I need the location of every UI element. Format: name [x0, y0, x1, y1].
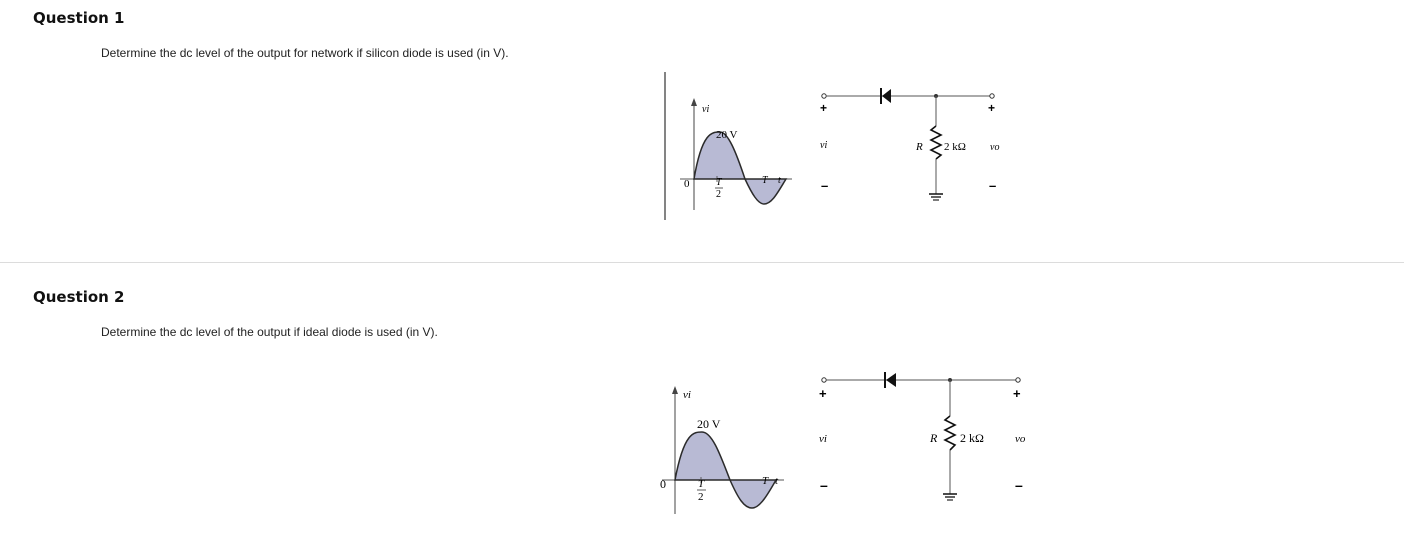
resistor-name: R — [915, 141, 923, 153]
positive-half-wave — [674, 431, 732, 481]
period-label: T — [762, 475, 769, 487]
question-2-title: Question 2 — [33, 288, 125, 306]
input-plus: + — [819, 386, 827, 401]
input-minus: – — [821, 178, 828, 193]
question-1-waveform: vi 20 V 0 T 2 T t — [664, 72, 792, 220]
diode-symbol — [884, 372, 896, 388]
half-period-numerator: T — [698, 478, 705, 490]
ground-symbol — [943, 493, 957, 501]
time-axis-label: t — [775, 475, 779, 487]
resistor-name: R — [929, 431, 938, 445]
half-period-denominator: 2 — [698, 491, 704, 503]
input-label: vi — [819, 433, 827, 445]
input-plus: + — [820, 101, 827, 115]
question-1-text: Determine the dc level of the output for… — [101, 46, 509, 60]
input-label: vi — [820, 140, 827, 151]
output-minus: – — [1015, 477, 1023, 493]
input-minus: – — [820, 477, 828, 493]
origin-label: 0 — [684, 178, 690, 190]
period-label: T — [762, 175, 769, 186]
negative-half-wave — [728, 479, 778, 509]
half-period-denominator: 2 — [716, 189, 721, 200]
ground-symbol — [929, 193, 943, 201]
negative-half-wave — [743, 178, 788, 205]
question-2-waveform: vi 20 V 0 T 2 T t — [660, 386, 784, 514]
vi-axis-arrow — [672, 386, 678, 394]
diode-symbol — [880, 88, 891, 104]
question-2-text: Determine the dc level of the output if … — [101, 325, 438, 339]
output-label: vo — [1015, 433, 1026, 445]
resistor-value: 2 kΩ — [960, 431, 984, 445]
time-axis-label: t — [778, 175, 781, 186]
amplitude-label: 20 V — [697, 417, 721, 431]
resistor-symbol — [929, 125, 943, 160]
vi-axis-label: vi — [702, 104, 709, 115]
input-terminal — [821, 377, 827, 383]
origin-label: 0 — [660, 477, 666, 491]
half-period-numerator: T — [716, 177, 723, 188]
output-plus: + — [988, 101, 995, 115]
amplitude-label: 20 V — [716, 129, 738, 141]
question-1-title: Question 1 — [33, 9, 125, 27]
output-label: vo — [990, 142, 999, 153]
vi-axis-arrow — [691, 98, 697, 106]
output-minus: – — [989, 178, 996, 193]
resistor-symbol — [943, 415, 957, 451]
input-terminal — [821, 93, 827, 99]
question-2-circuit: + vi – R 2 kΩ + vo – — [819, 372, 1026, 501]
resistor-value: 2 kΩ — [944, 141, 966, 153]
question-divider — [0, 262, 1404, 263]
output-terminal — [1015, 377, 1021, 383]
vi-axis-label: vi — [683, 389, 691, 401]
output-plus: + — [1013, 386, 1021, 401]
output-terminal — [989, 93, 995, 99]
positive-half-wave — [693, 131, 747, 180]
question-1-circuit: + vi – R 2 kΩ + vo – — [820, 88, 999, 201]
